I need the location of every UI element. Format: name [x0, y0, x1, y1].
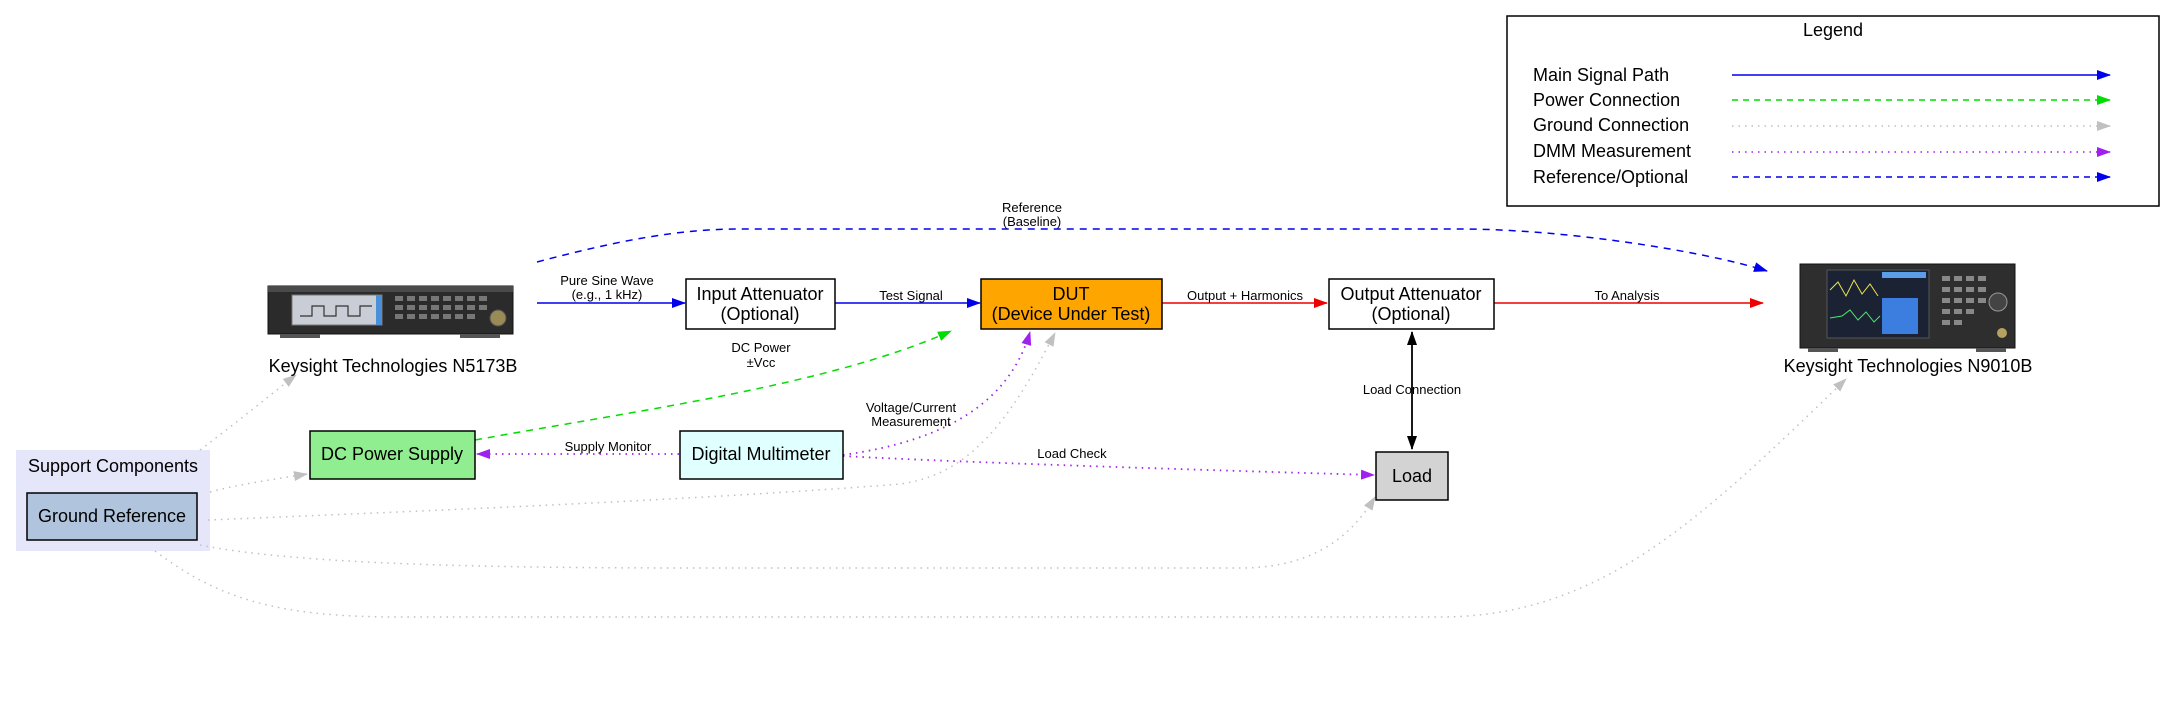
edge-label-pure-sine-2: (e.g., 1 kHz)	[572, 287, 643, 302]
edge-label-reference-1: Reference	[1002, 200, 1062, 215]
edge-label-pure-sine-1: Pure Sine Wave	[560, 273, 653, 288]
spectrum-analyzer-image[interactable]	[1799, 263, 2016, 352]
edge-label-dc-power-1: DC Power	[731, 340, 791, 355]
siggen-screen-wave	[300, 305, 372, 317]
edge-label-output-harmonics: Output + Harmonics	[1187, 288, 1303, 303]
siggen-screen-side	[376, 295, 382, 325]
support-cluster-title: Support Components	[28, 456, 198, 476]
analyzer-knob	[1988, 292, 2008, 312]
ground-edge-dcsupply	[209, 471, 308, 493]
siggen-screen	[291, 294, 383, 326]
legend-label-power: Power Connection	[1533, 90, 1680, 110]
edge-label-load-connection: Load Connection	[1363, 382, 1461, 397]
analyzer-bar	[1882, 298, 1918, 334]
legend-label-dmm: DMM Measurement	[1533, 141, 1691, 161]
edge-voltage-current	[842, 331, 1032, 456]
dut-line2: (Device Under Test)	[992, 304, 1151, 324]
load-box[interactable]	[1375, 451, 1449, 501]
analyzer-keypad	[1942, 276, 1986, 325]
edge-label-reference-2: (Baseline)	[1003, 214, 1062, 229]
legend-title: Legend	[1803, 20, 1863, 40]
output-attenuator-box[interactable]	[1328, 278, 1495, 330]
siggen-foot-left	[280, 334, 320, 338]
support-cluster: Support Components Ground Reference	[16, 450, 210, 551]
ground-reference-box[interactable]	[26, 492, 198, 541]
analyzer-trace-1	[1829, 278, 1879, 298]
ground-edge-load	[199, 496, 1376, 569]
analyzer-highlight	[1882, 272, 1926, 278]
edge-label-dc-power-2: ±Vcc	[747, 355, 776, 370]
legend-box	[1506, 15, 2160, 207]
analyzer-trace-2	[1829, 309, 1881, 323]
input-attenuator-line2: (Optional)	[720, 304, 799, 324]
legend-label-reference: Reference/Optional	[1533, 167, 1688, 187]
edge-reference	[536, 228, 1768, 272]
dut-box[interactable]	[980, 278, 1163, 330]
analyzer-connector	[1997, 328, 2007, 338]
output-attenuator-line2: (Optional)	[1371, 304, 1450, 324]
dut-line1: DUT	[1053, 284, 1090, 304]
legend-label-ground: Ground Connection	[1533, 115, 1689, 135]
ground-reference-label: Ground Reference	[38, 506, 186, 526]
dc-power-supply-label: DC Power Supply	[321, 444, 463, 464]
legend-label-main-signal: Main Signal Path	[1533, 65, 1669, 85]
dc-power-supply-box[interactable]	[309, 430, 476, 480]
analyzer-foot-left	[1808, 348, 1838, 352]
input-attenuator-box[interactable]	[685, 278, 836, 330]
digital-multimeter-box[interactable]	[679, 430, 844, 480]
ground-edge-analyzer	[154, 378, 1847, 618]
signal-generator-image[interactable]	[267, 285, 514, 338]
analyzer-foot-right	[1976, 348, 2006, 352]
ground-edge-siggen	[199, 374, 297, 451]
edge-label-test-signal: Test Signal	[879, 288, 943, 303]
input-attenuator-line1: Input Attenuator	[696, 284, 823, 304]
load-label: Load	[1392, 466, 1432, 486]
edge-label-to-analysis: To Analysis	[1594, 288, 1660, 303]
digital-multimeter-label: Digital Multimeter	[691, 444, 830, 464]
signal-generator-label: Keysight Technologies N5173B	[269, 356, 518, 376]
edge-label-load-check: Load Check	[1037, 446, 1107, 461]
siggen-foot-right	[460, 334, 500, 338]
ground-edge-dut	[207, 332, 1056, 521]
edge-label-voltage-current-1: Voltage/Current	[866, 400, 957, 415]
edge-label-supply-monitor: Supply Monitor	[565, 439, 652, 454]
siggen-keypad	[395, 296, 487, 319]
edge-load-check	[842, 455, 1375, 480]
legend: Legend Main Signal Path Power Connection…	[1506, 15, 2160, 207]
siggen-front-strip	[268, 286, 513, 292]
edge-label-voltage-current-2: Measurement	[871, 414, 951, 429]
output-attenuator-line1: Output Attenuator	[1340, 284, 1481, 304]
siggen-knob	[489, 309, 507, 327]
spectrum-analyzer-label: Keysight Technologies N9010B	[1784, 356, 2033, 376]
edge-dc-power	[474, 330, 952, 441]
